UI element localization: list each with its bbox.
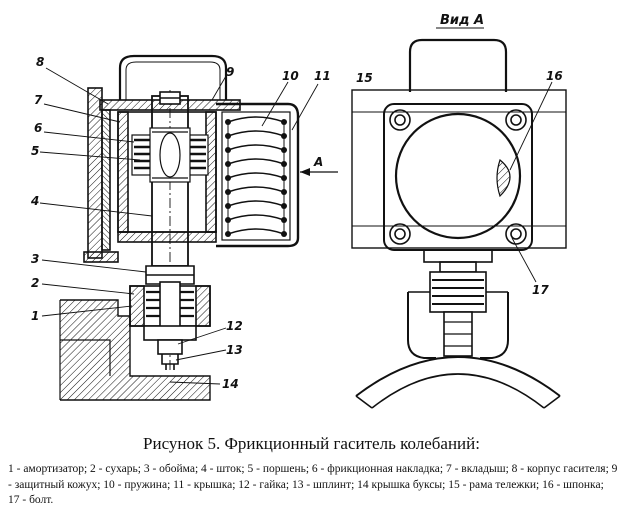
view-arrow: А — [300, 155, 338, 176]
callout-17: 17 — [532, 283, 549, 297]
figure-caption-title: Рисунок 5. Фрикционный гаситель колебани… — [143, 434, 480, 453]
spring-cover — [216, 102, 300, 248]
callout-16: 16 — [546, 69, 563, 83]
view-a-label: Вид А — [440, 13, 484, 28]
callout-3: 3 — [31, 252, 39, 266]
view-a — [351, 38, 567, 409]
arrow-label: А — [313, 155, 323, 169]
piston — [131, 127, 209, 183]
callout-11: 11 — [314, 69, 331, 83]
callout-6: 6 — [34, 121, 42, 135]
callout-7: 7 — [34, 93, 43, 107]
section-view — [59, 54, 300, 401]
callout-2: 2 — [31, 276, 39, 290]
callout-13: 13 — [226, 343, 243, 357]
nut — [157, 339, 183, 355]
bogie-frame — [351, 89, 567, 249]
damper-housing — [87, 87, 103, 259]
callout-4: 4 — [30, 194, 39, 208]
callout-9: 9 — [226, 65, 234, 79]
bolts — [389, 109, 527, 245]
figure-caption-legend: 1 - амортизатор; 2 - сухарь; 3 - обойма;… — [8, 463, 618, 506]
callout-8: 8 — [36, 55, 44, 69]
key — [496, 158, 511, 198]
callout-labels: 8 7 6 5 4 3 2 1 9 10 11 12 13 14 15 16 1… — [30, 13, 563, 391]
callout-12: 12 — [226, 319, 243, 333]
protective-cover — [118, 54, 228, 100]
callout-10: 10 — [282, 69, 299, 83]
callout-5: 5 — [31, 144, 39, 158]
damper-drawing: А — [30, 13, 567, 409]
spring — [221, 111, 291, 241]
callout-15: 15 — [356, 71, 373, 85]
callout-1: 1 — [31, 309, 39, 323]
lower-bushing — [429, 271, 487, 357]
leader-lines — [39, 67, 553, 385]
shock-absorber — [129, 281, 211, 353]
axlebox-cover — [60, 299, 211, 401]
callout-14: 14 — [222, 377, 239, 391]
